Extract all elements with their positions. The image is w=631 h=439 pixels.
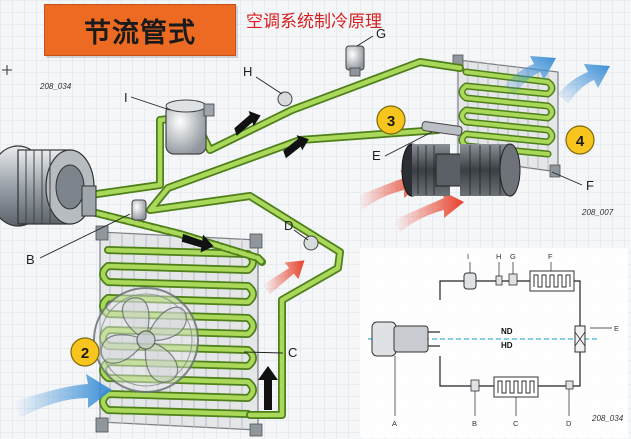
schematic-label-e: E (614, 324, 619, 333)
badge-4: 4 (565, 125, 595, 155)
schematic-switch-g (508, 273, 518, 286)
label-g: G (376, 26, 386, 41)
schematic-label-c: C (513, 419, 519, 428)
label-f: F (586, 178, 594, 193)
badge-3: 3 (376, 105, 406, 135)
schematic-hd: HD (501, 341, 513, 350)
code-top-left: 208_034 (39, 82, 72, 91)
blower (401, 143, 521, 197)
schematic-label-h: H (496, 252, 501, 261)
schematic-inset: ND HD I H G F E A B C D 208_034 (360, 248, 628, 438)
corner-mark (2, 65, 12, 75)
schematic-valve-d (565, 380, 574, 390)
label-b: B (26, 252, 35, 267)
badge-4-text: 4 (576, 133, 585, 150)
label-d: D (284, 218, 293, 233)
schematic-condenser (493, 376, 539, 398)
flow-arrows (181, 110, 309, 410)
schematic-nd: ND (501, 327, 513, 336)
condenser-fan (93, 287, 199, 393)
label-c: C (288, 345, 297, 360)
receiver-dryer (165, 99, 215, 155)
schematic-label-a: A (392, 419, 397, 428)
badge-3-text: 3 (387, 113, 395, 130)
page-subtitle: 空调系统制冷原理 (246, 12, 382, 32)
badge-2-text: 2 (81, 345, 89, 362)
schematic-label-g: G (510, 252, 516, 261)
label-h: H (243, 64, 252, 79)
cool-air-arrows (14, 56, 610, 418)
schematic-label-d: D (566, 419, 572, 428)
schematic-valve-h (495, 275, 503, 286)
schematic-sensor-b (470, 379, 480, 392)
pressure-switch-g (345, 45, 365, 77)
schematic-compressor (371, 321, 440, 357)
orifice-tube (421, 121, 463, 136)
label-i: I (124, 90, 128, 105)
label-e: E (372, 148, 381, 163)
title-box: 节流管式 (44, 4, 236, 56)
compressor (0, 145, 97, 227)
service-valve-h (277, 91, 293, 107)
schematic-label-i: I (467, 252, 469, 261)
schematic-label-f: F (548, 252, 553, 261)
code-bottom-right: 208_034 (591, 414, 624, 423)
page-title: 节流管式 (84, 17, 196, 49)
pressure-sensor-b (131, 199, 147, 221)
schematic-label-b: B (472, 419, 477, 428)
badge-2: 2 (70, 337, 100, 367)
leader-lines (39, 35, 583, 354)
code-right: 208_007 (581, 208, 614, 217)
schematic-evaporator (529, 270, 575, 292)
schematic-dryer (463, 272, 477, 290)
